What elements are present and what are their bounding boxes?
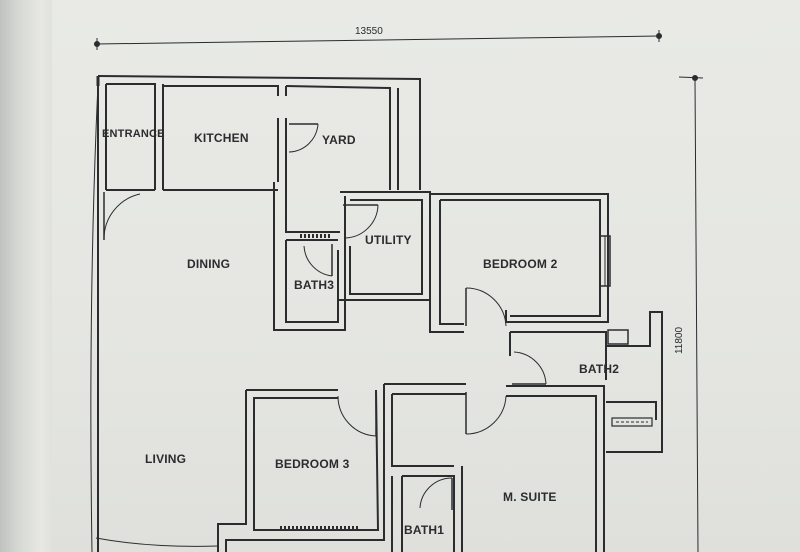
master-suite-door bbox=[465, 392, 507, 435]
entrance-door bbox=[103, 192, 141, 241]
master-suite-walls bbox=[384, 383, 605, 552]
width-dimension-line bbox=[94, 30, 662, 50]
room-label-bath2: BATH2 bbox=[579, 362, 620, 376]
yard-walls bbox=[285, 85, 420, 233]
width-dimension-label: 13550 bbox=[355, 26, 383, 37]
bath3-walls bbox=[273, 182, 346, 331]
room-label-bedroom3: BEDROOM 3 bbox=[275, 457, 350, 471]
book-spine bbox=[0, 0, 58, 552]
room-label-living: LIVING bbox=[145, 452, 187, 466]
bath3-door bbox=[303, 244, 333, 277]
kitchen-door bbox=[288, 123, 319, 153]
room-label-utility: UTILITY bbox=[365, 233, 412, 247]
bedroom3-walls bbox=[217, 384, 385, 552]
height-dimension-label: 11800 bbox=[674, 326, 686, 355]
living-window bbox=[95, 537, 219, 547]
bath2-door bbox=[512, 351, 547, 385]
bath2-walls bbox=[509, 311, 663, 453]
height-dimension-line bbox=[678, 75, 704, 552]
room-label-yard: YARD bbox=[322, 133, 356, 147]
bedroom2-walls bbox=[429, 193, 611, 333]
room-label-bath1: BATH1 bbox=[404, 523, 445, 537]
room-label-master-suite: M. SUITE bbox=[503, 490, 557, 504]
utility-walls bbox=[338, 191, 431, 301]
room-label-kitchen: KITCHEN bbox=[194, 131, 249, 145]
bedroom2-door bbox=[465, 287, 507, 327]
book-page bbox=[52, 0, 800, 552]
room-label-dining: DINING bbox=[187, 257, 231, 271]
bath1-walls bbox=[401, 466, 463, 552]
exterior-walls bbox=[90, 75, 421, 552]
room-label-entrance: ENTRANCE bbox=[102, 128, 165, 140]
room-label-bath3: BATH3 bbox=[294, 278, 335, 292]
room-label-bedroom2: BEDROOM 2 bbox=[483, 257, 558, 271]
bath1-door bbox=[419, 477, 453, 510]
kitchen-walls bbox=[106, 83, 279, 191]
utility-door bbox=[343, 204, 379, 239]
bedroom3-door bbox=[337, 392, 377, 437]
